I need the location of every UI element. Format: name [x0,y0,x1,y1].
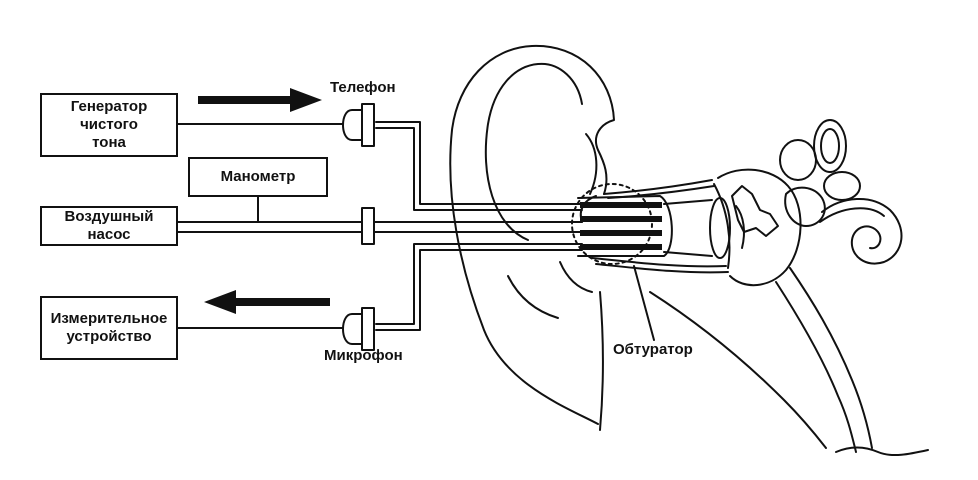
vestibule [784,186,826,227]
microphone-transducer-icon [342,307,375,351]
malleus-handle [735,205,745,249]
middle-ear-cavity [717,168,802,287]
arrow-left-icon [204,290,330,314]
cochlea-outer [819,207,885,223]
probe-channel-4 [580,244,662,250]
microphone-tube [375,249,583,331]
obturator-highlight [571,183,653,265]
canal-upper-wall [603,179,713,195]
tympanic-membrane [713,183,731,269]
concha-fold [507,275,559,319]
telephone-label: Телефон [330,79,396,96]
canal-lower-wall-2 [595,263,729,274]
probe-to-tip-2 [663,251,713,257]
measuring-device-box: Измерительное устройство [40,296,178,360]
semicircular-canal-right [823,171,861,201]
generator-box: Генератор чистого тона [40,93,178,157]
microphone-label: Микрофон [324,347,403,364]
semicircular-canal-upper-inner [820,128,840,164]
pinna-outline [449,44,615,425]
probe-to-tip [663,199,713,205]
semicircular-canal-upper [813,119,847,173]
obturator-leader [633,265,655,341]
antihelix [585,133,598,195]
probe-body [577,195,673,257]
manometer-box: Манометр [188,157,328,197]
telephone-transducer-icon [342,103,375,147]
ossicles [731,185,779,237]
air-pump-box: Воздушный насос [40,206,178,246]
head-outline-back [649,291,827,449]
obturator-label: Обтуратор [613,341,693,358]
telephone-tube-inner [375,127,583,211]
lobule-fold [559,261,593,293]
pump-valve [361,207,375,245]
pinna-helix-inner [484,62,583,241]
probe-channel-2 [580,216,662,222]
eustachian-tube-lower [775,281,857,453]
head-outline-left [599,291,604,431]
arrow-right-icon [198,88,322,112]
cochlea-spiral [821,197,903,265]
probe-tip [709,197,731,259]
probe-channel-1 [580,202,662,208]
pharynx-edge [835,446,929,457]
semicircular-canal-left [779,139,817,181]
canal-lower-wall [591,257,727,268]
probe-channel-3 [580,230,662,236]
microphone-tube-inner [375,243,583,325]
eustachian-tube-upper [789,267,873,449]
telephone-tube [375,121,583,205]
